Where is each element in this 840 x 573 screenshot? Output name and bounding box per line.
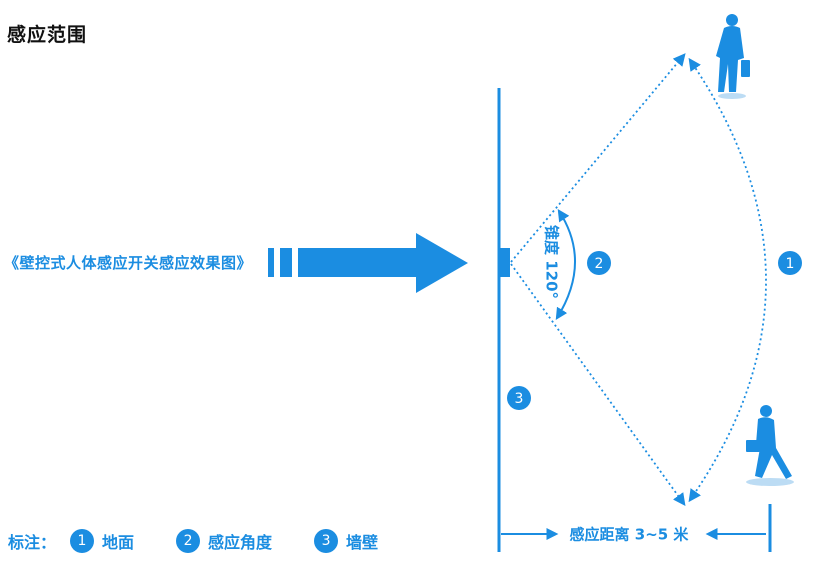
legend-lead: 标注：: [8, 533, 57, 552]
legend-item-ground: 1 地面: [64, 529, 134, 553]
legend-label: 地面: [102, 533, 135, 552]
svg-text:1: 1: [786, 256, 795, 272]
marker-1: 1: [778, 251, 802, 275]
range-arc: [688, 57, 767, 503]
marker-2: 2: [587, 251, 611, 275]
page-title: 感应范围: [7, 24, 88, 46]
right-arrow-icon: [268, 233, 468, 293]
diagram-caption: 《壁控式人体感应开关感应效果图》: [4, 254, 253, 272]
legend-num: 2: [176, 529, 201, 553]
legend-num: 3: [314, 529, 339, 553]
legend-num: 1: [70, 529, 95, 553]
legend-label: 墙壁: [346, 533, 379, 552]
legend-item-wall: 3 墙壁: [308, 529, 378, 553]
angle-arc: [555, 208, 576, 321]
marker-3: 3: [507, 386, 531, 410]
angle-label: 锥度 120°: [543, 225, 561, 299]
legend: 标注： 1 地面 2 感应角度 3 墙壁: [8, 528, 378, 554]
walking-person-icon: [716, 14, 750, 92]
cone-edge-bottom: [510, 263, 686, 507]
distance-label: 感应距离 3~5 米: [570, 526, 690, 544]
cone-edge-top: [510, 53, 686, 263]
legend-label: 感应角度: [208, 533, 273, 552]
legend-item-angle: 2 感应角度: [170, 529, 272, 553]
svg-text:3: 3: [515, 391, 524, 407]
sensor-icon: [499, 248, 510, 277]
svg-text:2: 2: [595, 256, 604, 272]
walking-person-icon: [746, 405, 792, 479]
